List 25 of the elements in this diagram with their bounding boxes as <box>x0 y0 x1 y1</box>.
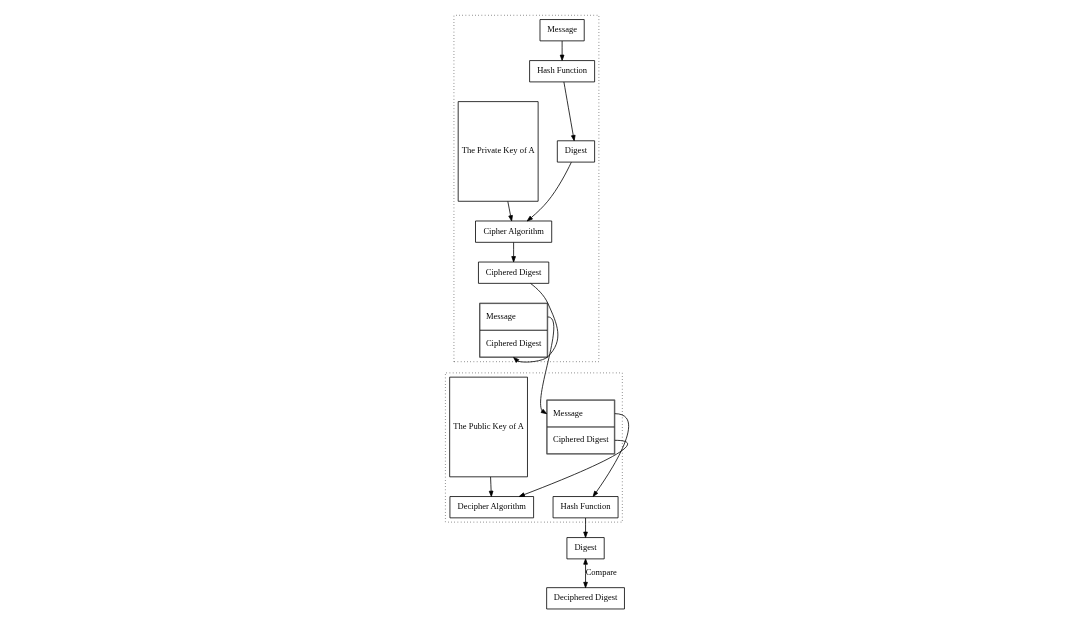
arrow <box>506 201 513 222</box>
node-box: The Private Key of A <box>457 101 539 202</box>
node-box: Cipher Algorithm <box>474 220 552 243</box>
arrow <box>518 439 628 497</box>
arrow <box>512 283 558 363</box>
node-box: Digest <box>566 537 605 560</box>
cluster <box>444 372 623 523</box>
arrow <box>582 558 588 589</box>
arrow <box>559 40 564 61</box>
arrow <box>510 242 516 263</box>
node-box: Hash Function <box>552 496 618 519</box>
arrow <box>488 476 493 497</box>
node-box: Message <box>539 19 585 42</box>
node-box: Decipher Algorithm <box>449 496 534 519</box>
arrow <box>539 316 554 415</box>
arrow <box>563 81 575 142</box>
node-box: Hash Function <box>528 60 595 83</box>
arrow <box>526 161 572 222</box>
arrow <box>582 517 588 538</box>
node-box: Ciphered Digest <box>477 261 549 284</box>
node-box: Digest <box>556 140 595 163</box>
edge-label: Compare <box>585 567 617 578</box>
node-box: Deciphered Digest <box>545 587 625 610</box>
arrow <box>592 413 629 497</box>
node-box: The Public Key of A <box>448 376 528 478</box>
